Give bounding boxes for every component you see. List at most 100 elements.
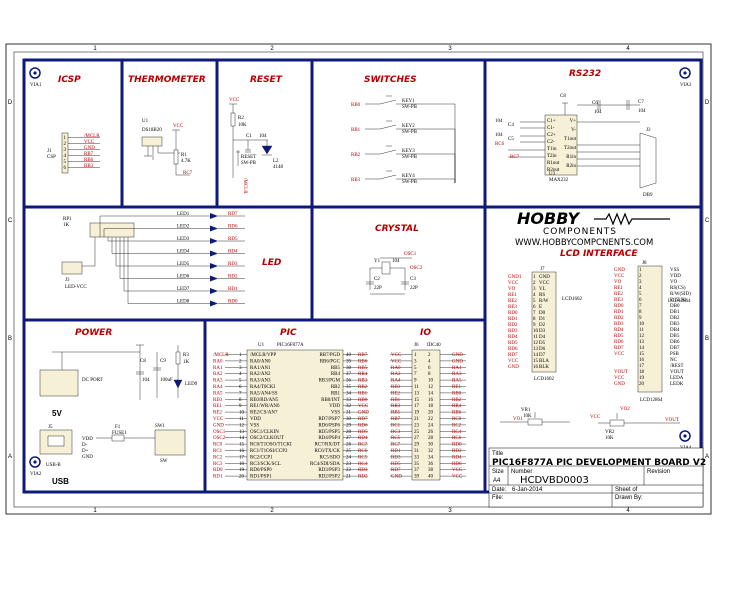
pic-left-pin-name: RD0/PSP0: [250, 468, 272, 473]
rs232-capval-4: 104: [638, 109, 646, 114]
led-net: RD5: [228, 237, 238, 242]
pic-right-pin-number: 33: [346, 398, 352, 403]
io-left-net: VCC: [391, 353, 402, 358]
lcd1602-net: RE2: [508, 299, 517, 304]
lcd1602-pin-name: D7: [539, 353, 546, 358]
power-sw-name: SW: [160, 459, 168, 464]
lcd12864-net: RD4: [614, 328, 624, 333]
pic-right-pin-number: 27: [346, 436, 352, 441]
pic-right-net: RB0: [358, 398, 368, 403]
pic-ref: U1: [258, 343, 265, 348]
pic-right-pin-number: 24: [346, 455, 352, 460]
io-left-pin-number: 5: [414, 366, 417, 371]
rs232-circuit: [508, 100, 657, 189]
pic-left-pin-number: 11: [239, 417, 244, 422]
led-ref: LED3: [177, 237, 190, 242]
via1-label: VIA1: [30, 83, 42, 88]
pic-right-net: RC6: [358, 449, 368, 454]
crystal-circuit: [366, 257, 412, 295]
thermo-vcc: VCC: [173, 124, 184, 129]
lcd12864-net: RD3: [614, 322, 624, 327]
power-r3: R3: [183, 353, 189, 358]
io-right-net: RB2: [452, 398, 462, 403]
lcd1602-pin-name: D6: [539, 347, 546, 352]
lcd1602-pin-name: D4: [539, 335, 546, 340]
io-right-pin-number: 22: [428, 417, 434, 422]
io-left-net: RB5: [391, 411, 401, 416]
crystal-y: Y1: [374, 259, 381, 264]
io-left-net: GND: [391, 475, 402, 480]
io-left-pin-number: 19: [414, 411, 420, 416]
frame-row-label-left: C: [8, 218, 13, 224]
pic-left-net: RA5: [213, 391, 223, 396]
svg-text:CSP: CSP: [47, 155, 56, 160]
pic-left-pin-name: RE0/RD/AN5: [250, 398, 279, 403]
outer-frame: [5, 43, 712, 515]
reset-r: R2: [238, 116, 244, 121]
io-left-net: RC1: [391, 423, 401, 428]
pic-right-pin-name: RB7/PGD: [319, 353, 340, 358]
switch-contact: [379, 174, 397, 180]
crystal-cap2: 22P: [410, 286, 418, 291]
lcd12864-net: RE2: [614, 292, 623, 297]
lcd1602-pin-number: 15: [533, 359, 539, 364]
pic-part: PIC16F877A: [277, 343, 304, 348]
rs232-conn-type: DB9: [643, 193, 653, 198]
via-holes: [29, 67, 691, 468]
pic-right-pin-name: RD4/PSP4: [318, 436, 340, 441]
lcd12864-pin-number: 17: [639, 364, 645, 369]
lcd12864-pin-name: DB6: [670, 340, 680, 345]
tb-sheet-label: Sheet of: [615, 487, 638, 493]
io-right-net: RC0: [452, 417, 462, 422]
section-title-rs232: RS232: [569, 69, 601, 79]
pic-left-net: RA4: [213, 385, 223, 390]
io-left-net: RA0: [391, 366, 401, 371]
lcd12864-pin-number: 14: [639, 346, 645, 351]
rs232-cap-c7: C7: [638, 100, 644, 105]
icsp-pin-net: GND: [84, 146, 95, 151]
io-right-pin-number: 12: [428, 385, 434, 390]
io-right-net: RA1: [452, 366, 462, 371]
pic-left-net: RE1: [213, 404, 222, 409]
lcd1602-pin-name: BLA: [539, 359, 549, 364]
frame-col-label-top: 3: [448, 46, 452, 52]
lcd1602-pin-number: 6: [533, 305, 536, 310]
rs232-cap-c6: C6: [592, 101, 598, 106]
io-left-pin-number: 15: [414, 398, 420, 403]
io-left-pin-number: 29: [414, 443, 420, 448]
rs232-chip: MAX232: [549, 178, 569, 183]
icsp-pin-net: RB6: [84, 158, 94, 163]
lcd12864-net: VCC: [614, 376, 625, 381]
led-diode-icon: [210, 250, 218, 257]
lcd12864-pin-number: 12: [639, 334, 645, 339]
reset-led: L2: [273, 159, 279, 164]
led-diode-icon: [210, 225, 218, 232]
power-circuit: [39, 344, 186, 456]
pic-left-pin-name: RA1/AN1: [250, 366, 271, 371]
io-right-net: RD2: [452, 449, 462, 454]
tb-date: 6-Jan-2014: [512, 487, 543, 493]
pic-left-pin-name: OSC2/CLKOUT: [250, 436, 284, 441]
pic-right-pin-number: 40: [346, 353, 352, 358]
io-left-net: RC5: [391, 436, 401, 441]
pic-right-net: RC5: [358, 455, 368, 460]
pic-left-net: OSC2: [213, 436, 226, 441]
pic-right-pin-name: RB2: [331, 385, 341, 390]
reset-circuit: [229, 103, 273, 178]
switch-net: RB3: [351, 178, 361, 183]
lcd12864-net: VCC: [614, 352, 625, 357]
lcd1602-pin-name: D3: [539, 329, 546, 334]
frame-row-label-left: D: [8, 100, 13, 106]
power-usb-pin-vdd: VDD: [82, 437, 93, 442]
lcd1602-pin-name: BLK: [539, 365, 549, 370]
lcd12864-net: RD1: [614, 310, 624, 315]
pic-left-pin-name: RA3/AN3: [250, 379, 271, 384]
pic-right-pin-name: RD3/PSP3: [318, 468, 340, 473]
lcd1602-pin-number: 14: [533, 353, 539, 358]
lcd12864-net: GND: [614, 382, 625, 387]
switch-contact: [379, 99, 397, 105]
io-right-net: GND: [452, 359, 463, 364]
rs232-left-pin: C1+: [547, 119, 556, 124]
lcd12864-pin-number: 3: [639, 280, 642, 285]
thermo-r: R1: [181, 153, 187, 158]
